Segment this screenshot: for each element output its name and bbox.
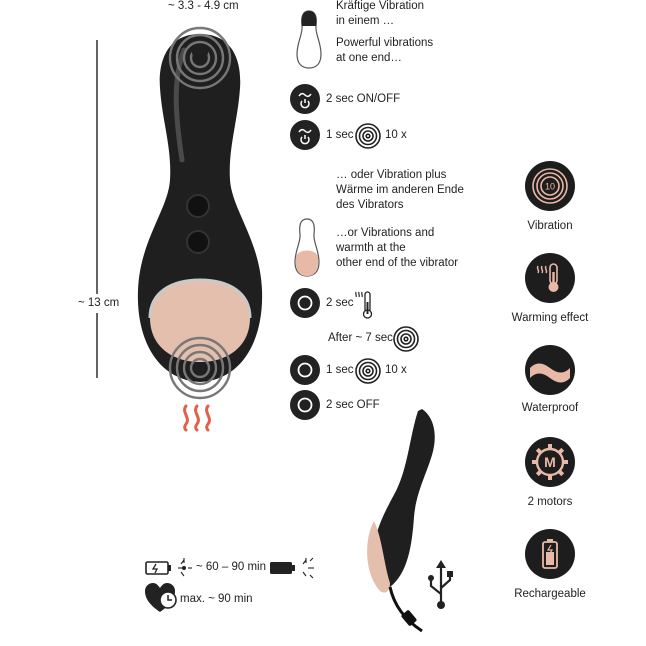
thermometer-small-icon [355,291,373,319]
feature-warming-label: Warming effect [511,312,589,324]
feature-rechargeable-label: Rechargeable [514,588,586,600]
run-time-text: max. ~ 90 min [180,593,253,605]
step-on-off-text: 2 sec ON/OFF [326,93,401,105]
power-vibe-button-icon [290,120,320,150]
power-button-icon [290,390,320,420]
motors-badge: M [544,454,556,470]
power-vibe-button-icon [290,84,320,114]
vibration-rings-icon [393,326,419,352]
step-cycle2-prefix: 1 sec [326,364,354,376]
charge-time-text: ~ 60 – 90 min [196,561,267,573]
en-one-end-line2: at one end… [336,52,402,64]
en-other-end-line2: warmth at the [336,242,406,254]
product-side-view [367,409,435,633]
charging-battery-icon [145,558,192,577]
power-button-icon [290,355,320,385]
feature-rechargeable: Rechargeable [495,528,605,610]
feature-two-motors: M 2 motors [495,436,605,518]
battery-icon [525,529,575,579]
en-other-end-line3: other end of the vibrator [336,257,459,269]
de-one-end-line1: Kräftige Vibration [336,0,425,12]
vibration-rings-icon [355,123,381,149]
de-other-end-line1: … oder Vibration plus [336,169,447,181]
height-dimension-line [96,40,98,378]
height-dimension-label: ~ 13 cm [78,294,120,313]
de-one-end-line2: in einem … [336,15,395,27]
power-button-icon [290,288,320,318]
step-warm-prefix: 2 sec [326,297,354,309]
feature-vibration: 10 Vibration [495,160,605,242]
de-other-end-line2: Wärme im anderen Ende [336,184,464,196]
heat-waves-icon [183,404,211,432]
step-cycle-suffix: 10 x [385,129,407,141]
vibration-badge: 10 [545,182,555,192]
feature-two-motors-label: 2 motors [527,496,573,508]
step-off-text: 2 sec OFF [326,399,380,411]
vibration-end-diagram [296,10,322,69]
width-dimension-label: ~ 3.3 - 4.9 cm [168,0,239,12]
gear-m-icon: M [525,437,575,487]
warm-end-diagram [294,218,320,277]
step-cycle2-suffix: 10 x [385,364,407,376]
heart-clock-icon [145,583,177,612]
vibration-rings-icon [355,358,381,384]
feature-waterproof: Waterproof [495,344,605,426]
waves-icon [525,345,575,395]
en-other-end-line1: …or Vibrations and [336,227,435,239]
thermometer-icon [525,253,575,303]
step-cycle-prefix: 1 sec [326,129,354,141]
en-one-end-line1: Powerful vibrations [336,37,434,49]
product-front-view [137,26,263,400]
usb-icon [428,560,453,609]
feature-warming: Warming effect [495,252,605,334]
de-other-end-line3: des Vibrators [336,199,404,211]
after-delay-text: After ~ 7 sec [328,332,393,344]
feature-waterproof-label: Waterproof [521,402,579,414]
full-battery-icon [270,557,314,579]
feature-vibration-label: Vibration [527,220,573,232]
vibration-icon: 10 [525,161,575,211]
